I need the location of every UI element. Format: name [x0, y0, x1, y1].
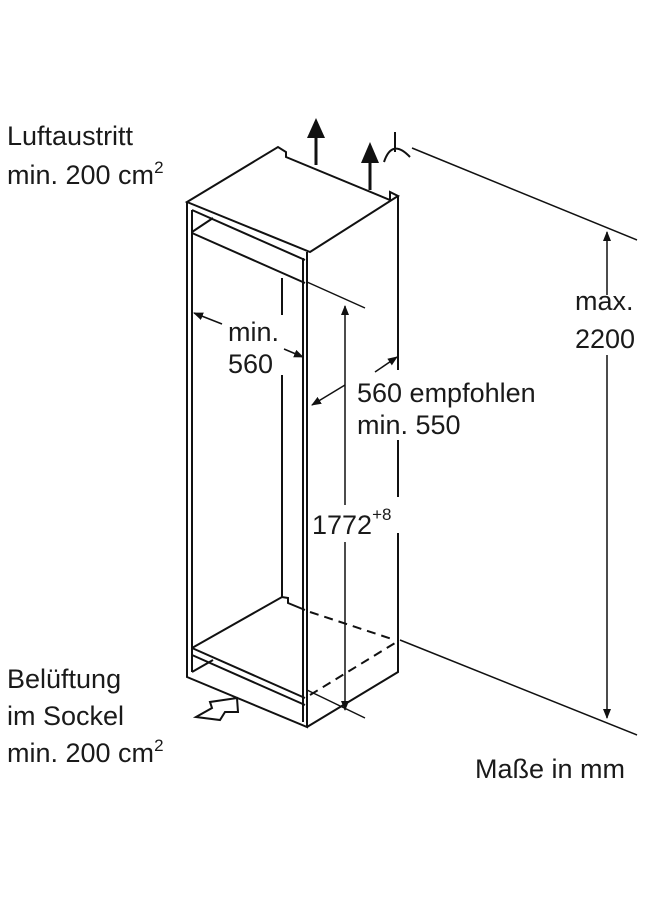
max-height-dimension [399, 147, 638, 736]
depth-recommended: 560 empfohlen [357, 378, 536, 408]
depth-minimum: min. 550 [357, 410, 461, 440]
niche-outline [184, 145, 401, 729]
min-width-label: min. [228, 317, 279, 347]
niche-height-dimension [306, 281, 366, 719]
niche-height-value: 1772+8 [312, 505, 391, 540]
ventilation-area: min. 200 cm2 [7, 736, 164, 768]
ventilation-location: im Sockel [7, 701, 124, 731]
air-outlet-label: Luftaustritt [7, 121, 134, 151]
ventilation-label: Belüftung [7, 664, 121, 694]
angle-symbol-icon [383, 132, 411, 163]
air-outlet-arrows [307, 118, 379, 190]
min-width-value: 560 [228, 349, 273, 379]
air-inlet-arrow-icon [192, 696, 240, 722]
units-note: Maße in mm [475, 754, 625, 784]
air-outlet-area: min. 200 cm2 [7, 158, 164, 190]
max-height-value: 2200 [575, 324, 635, 354]
max-height-label: max. [575, 286, 634, 316]
